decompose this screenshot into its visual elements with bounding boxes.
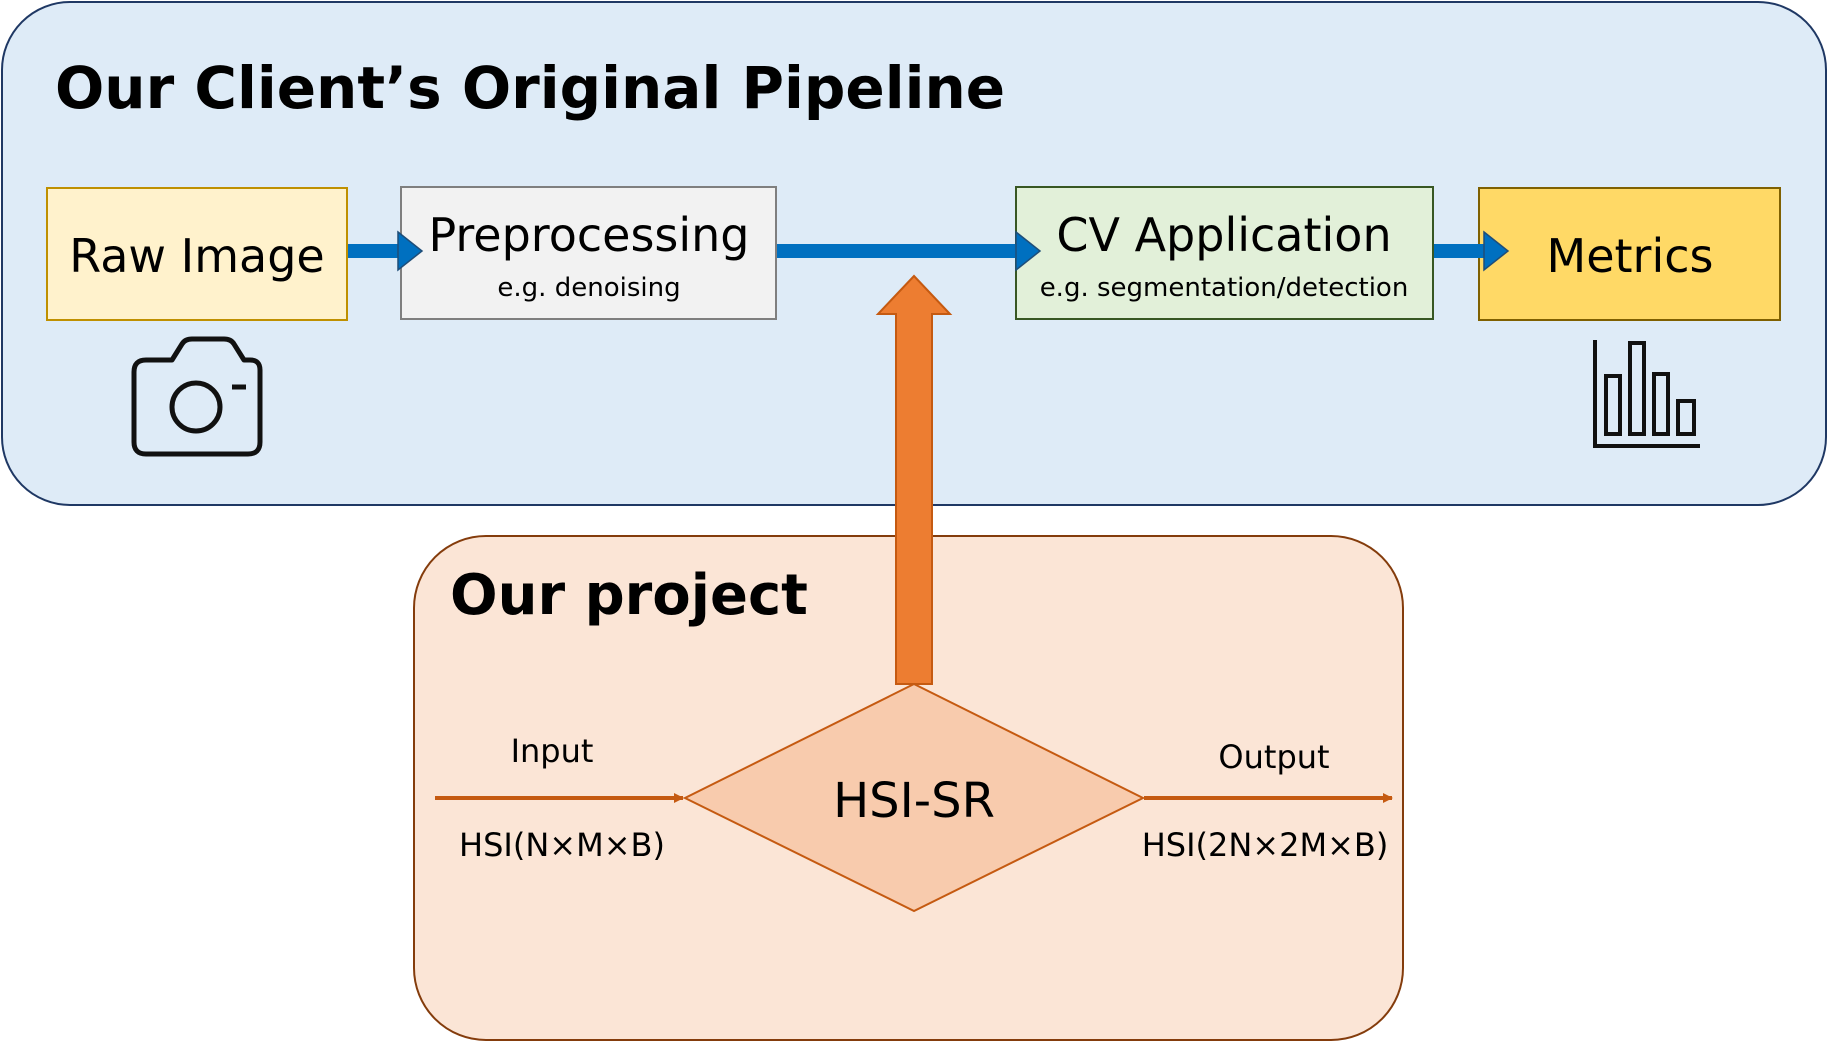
hsi-sr-label: HSI-SR	[833, 773, 995, 829]
output-shape: HSI(2N×2M×B)	[1142, 826, 1389, 864]
arrow-preprocessing-to-cv	[777, 244, 1016, 258]
preprocessing-label: Preprocessing	[428, 208, 749, 262]
output-label: Output	[1218, 738, 1329, 776]
hsi-sr-node	[682, 682, 1146, 913]
metrics-box	[1478, 187, 1781, 321]
arrow-cv-to-metrics	[1434, 244, 1484, 258]
arrow-raw-to-preprocessing-head	[397, 230, 424, 272]
preprocessing-sublabel: e.g. denoising	[497, 273, 680, 303]
input-shape: HSI(N×M×B)	[459, 826, 665, 864]
project-title: Our project	[450, 563, 808, 628]
preprocessing-box	[400, 186, 777, 320]
cv-application-box	[1015, 186, 1434, 320]
cv-application-sublabel: e.g. segmentation/detection	[1040, 273, 1409, 303]
raw-image-label: Raw Image	[69, 229, 324, 283]
arrow-cv-to-metrics-head	[1483, 230, 1510, 272]
cv-application-label: CV Application	[1056, 208, 1391, 262]
metrics-label: Metrics	[1547, 229, 1714, 283]
arrow-preprocessing-to-cv-head	[1015, 230, 1042, 272]
arrow-raw-to-preprocessing	[348, 244, 398, 258]
bar-chart-icon	[1593, 340, 1700, 448]
input-label: Input	[511, 732, 594, 770]
camera-icon	[131, 336, 263, 457]
hsi-sr-to-pipeline-arrow	[875, 274, 953, 685]
raw-image-box	[46, 187, 348, 321]
pipeline-title: Our Client’s Original Pipeline	[55, 54, 1005, 122]
